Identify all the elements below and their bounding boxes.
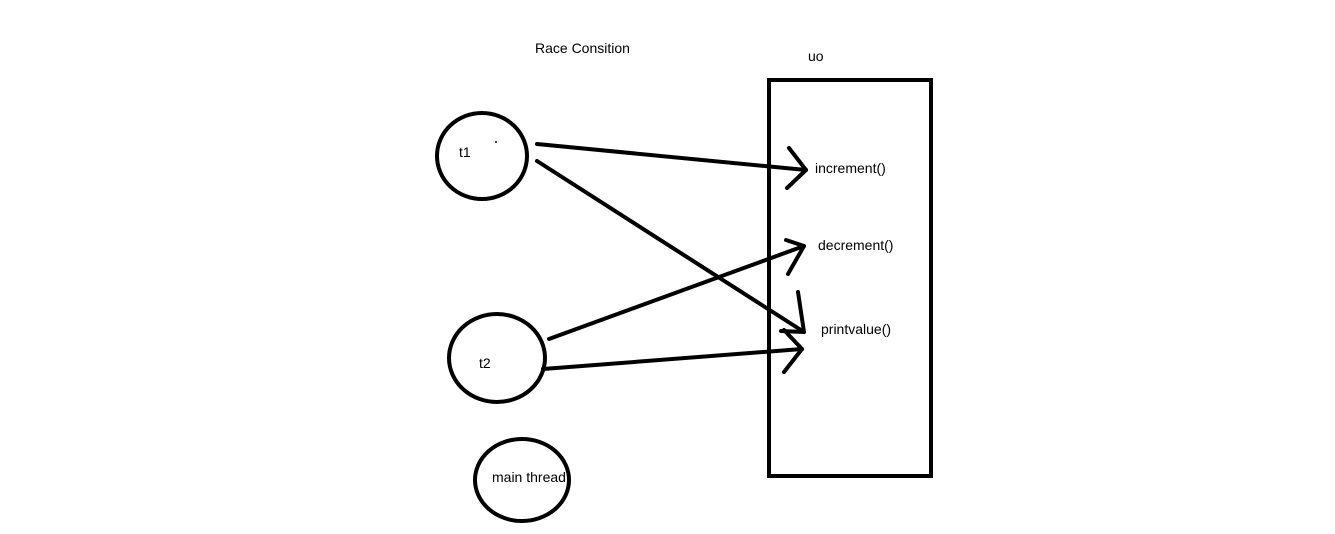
shared-object-label: uo (808, 48, 824, 64)
thread-t1-circle (435, 111, 529, 201)
arrow-t1-to-printvalue (535, 159, 806, 334)
arrow-t1-to-increment (535, 142, 808, 190)
thread-t2-circle (447, 312, 547, 404)
method-increment-label: increment() (815, 160, 886, 176)
diagram-title: Race Consition (535, 40, 630, 56)
arrow-t2-to-decrement (547, 238, 806, 341)
main-thread-circle (473, 437, 571, 523)
stray-dot (495, 141, 497, 143)
thread-t2-label: t2 (479, 355, 491, 371)
method-decrement-label: decrement() (818, 237, 894, 253)
main-thread-label: main thread (492, 469, 566, 485)
shared-object-box (767, 78, 933, 478)
method-printvalue-label: printvalue() (821, 321, 892, 337)
thread-t1-label: t1 (459, 144, 471, 160)
arrow-t2-to-printvalue (541, 328, 804, 374)
